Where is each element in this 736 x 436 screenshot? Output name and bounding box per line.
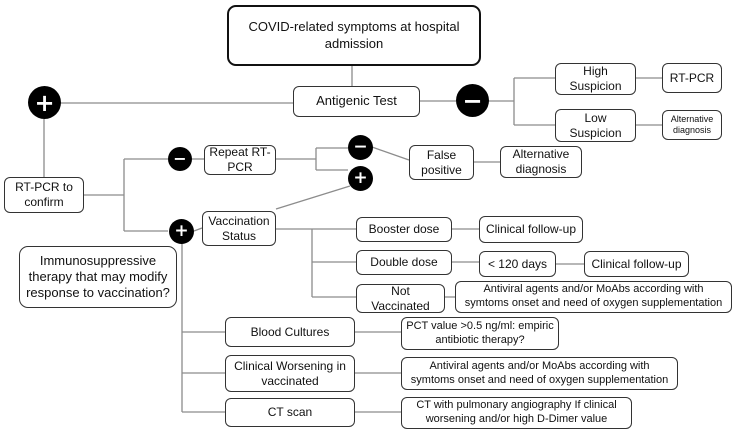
followup-double-box: Clinical follow-up: [584, 251, 689, 277]
double-dose-box: Double dose: [356, 250, 452, 275]
not-vaccinated-box: Not Vaccinated: [356, 284, 445, 313]
alternative-diagnosis-box: Alternative diagnosis: [662, 110, 722, 140]
low-suspicion-box: Low Suspicion: [555, 109, 636, 142]
blood-cultures-box: Blood Cultures: [225, 317, 355, 347]
connector-line: [275, 185, 351, 210]
followup-booster-box: Clinical follow-up: [479, 216, 583, 243]
alternative-diagnosis-fp-box: Alternative diagnosis: [500, 146, 582, 178]
antigenic-test-box: Antigenic Test: [293, 86, 420, 117]
booster-dose-box: Booster dose: [356, 217, 452, 242]
connector-line: [371, 146, 410, 161]
clinical-worsening-box: Clinical Worsening in vaccinated: [225, 355, 355, 392]
repeat-rtpcr-box: Repeat RT-PCR: [204, 145, 276, 175]
false-positive-box: False positive: [409, 145, 474, 180]
antiviral-unvaccinated-box: Antiviral agents and/or MoAbs according …: [455, 281, 732, 313]
plus-icon: +: [28, 86, 61, 119]
minus-icon: −: [456, 84, 489, 117]
minus-icon: −: [168, 147, 192, 171]
ct-scan-box: CT scan: [225, 398, 355, 427]
minus-icon: −: [348, 135, 373, 160]
high-suspicion-box: High Suspicion: [555, 63, 636, 95]
plus-icon: +: [169, 219, 194, 244]
rtpcr-confirm-box: RT-PCR to confirm: [4, 177, 84, 213]
antiviral-worsening-box: Antiviral agents and/or MoAbs according …: [401, 357, 678, 390]
rtpcr-box: RT-PCR: [662, 63, 722, 93]
title-box: COVID-related symptoms at hospital admis…: [227, 5, 481, 66]
plus-icon: +: [348, 166, 373, 191]
ct-angiography-box: CT with pulmonary angiography If clinica…: [401, 397, 632, 429]
connector-line: [193, 227, 203, 232]
under-120-days-box: < 120 days: [479, 251, 556, 277]
pct-box: PCT value >0.5 ng/ml: empiric antibiotic…: [401, 317, 559, 350]
vaccination-status-box: Vaccination Status: [202, 211, 276, 246]
immunosuppressive-box: Immunosuppressive therapy that may modif…: [19, 246, 177, 308]
